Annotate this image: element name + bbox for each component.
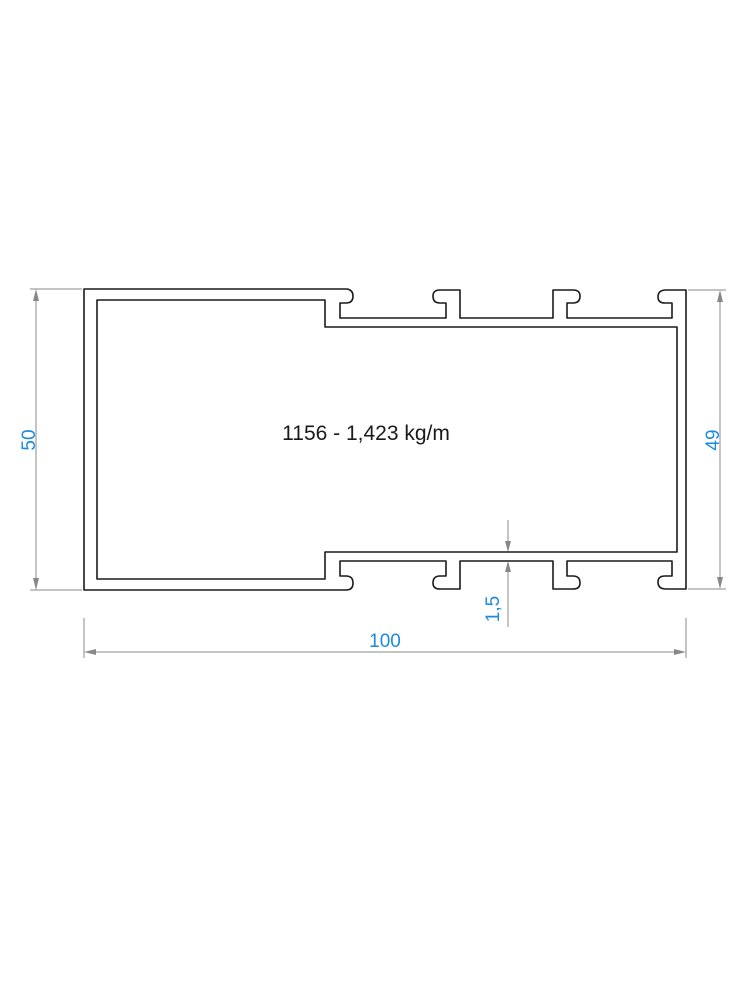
profile-label: 1156 - 1,423 kg/m xyxy=(282,422,450,445)
dimension-height-right: 49 xyxy=(688,289,726,590)
dimension-width: 100 xyxy=(83,618,687,658)
profile-inner-cavity xyxy=(96,299,678,580)
profile-outer-contour xyxy=(83,288,687,591)
dimension-height-right-label: 49 xyxy=(703,429,724,450)
dimension-width-label: 100 xyxy=(369,631,401,652)
profile-section xyxy=(83,288,687,591)
dimension-height-left: 50 xyxy=(19,288,82,591)
dimension-height-left-label: 50 xyxy=(19,429,40,450)
dimension-wall-thickness: 1,5 xyxy=(483,520,511,627)
dimension-wall-thickness-label: 1,5 xyxy=(483,596,504,622)
